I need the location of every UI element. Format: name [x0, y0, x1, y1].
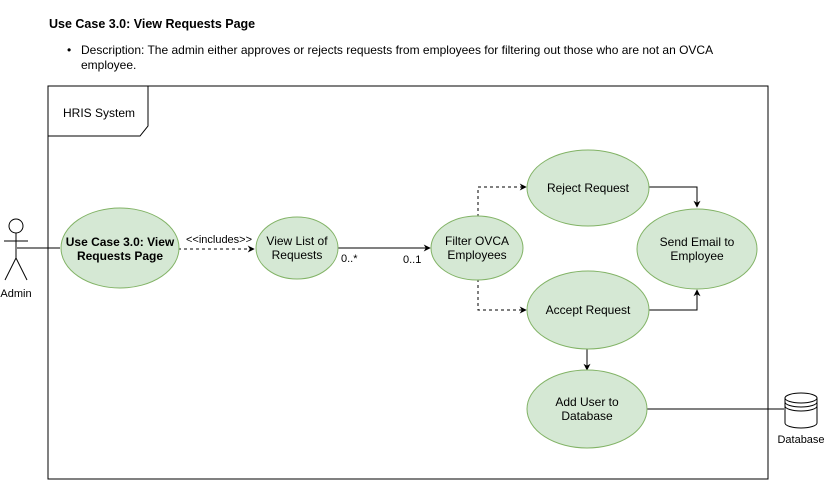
use-case-filter-ovca-employees[interactable]: Filter OVCA Employees	[430, 215, 524, 281]
admin-left-leg	[4, 257, 17, 281]
filter-to-accept-arrow	[477, 279, 527, 314]
admin-label: Admin	[0, 288, 31, 300]
page-title: Use Case 3.0: View Requests Page	[49, 17, 256, 31]
multiplicity-left: 0..*	[341, 253, 358, 265]
main-use-case-line1: Use Case 3.0: View	[66, 235, 175, 249]
bullet-dot: •	[67, 43, 72, 57]
includes-label: <<includes>>	[186, 234, 252, 246]
description-text: Description: The admin either approves o…	[81, 43, 713, 72]
accept-to-email-arrow	[647, 289, 701, 311]
use-case-add-user-to-database[interactable]: Add User to Database	[526, 369, 648, 449]
add-user-line2: Database	[561, 409, 613, 423]
reject-to-email-arrow	[647, 186, 701, 208]
send-email-line1: Send Email to	[660, 235, 735, 249]
database-label: Database	[777, 434, 824, 446]
use-case-send-email[interactable]: Send Email to Employee	[636, 208, 758, 290]
use-case-view-list-of-requests[interactable]: View List of Requests	[255, 216, 339, 280]
admin-actor[interactable]	[4, 218, 28, 281]
send-email-line2: Employee	[670, 249, 724, 263]
filter-line1: Filter OVCA	[445, 234, 509, 248]
view-list-line1: View List of	[266, 234, 328, 248]
view-list-line2: Requests	[272, 248, 323, 262]
use-case-reject-request[interactable]: Reject Request	[526, 149, 650, 227]
system-boundary	[47, 85, 769, 480]
accept-label: Accept Request	[546, 303, 631, 317]
filter-line2: Employees	[447, 248, 506, 262]
description: • Description: The admin either approves…	[67, 43, 757, 73]
system-label-tab	[48, 86, 149, 137]
reject-label: Reject Request	[547, 181, 630, 195]
admin-right-leg	[15, 257, 28, 281]
use-case-view-requests-page[interactable]: Use Case 3.0: View Requests Page	[60, 207, 180, 289]
filter-to-reject-arrow	[477, 183, 527, 217]
system-label: HRIS System	[63, 106, 135, 120]
main-use-case-line2: Requests Page	[77, 249, 163, 263]
admin-head	[8, 218, 24, 234]
use-case-accept-request[interactable]: Accept Request	[526, 270, 650, 350]
database-icon[interactable]	[784, 392, 818, 429]
add-user-line1: Add User to	[555, 395, 619, 409]
multiplicity-right: 0..1	[403, 254, 421, 266]
